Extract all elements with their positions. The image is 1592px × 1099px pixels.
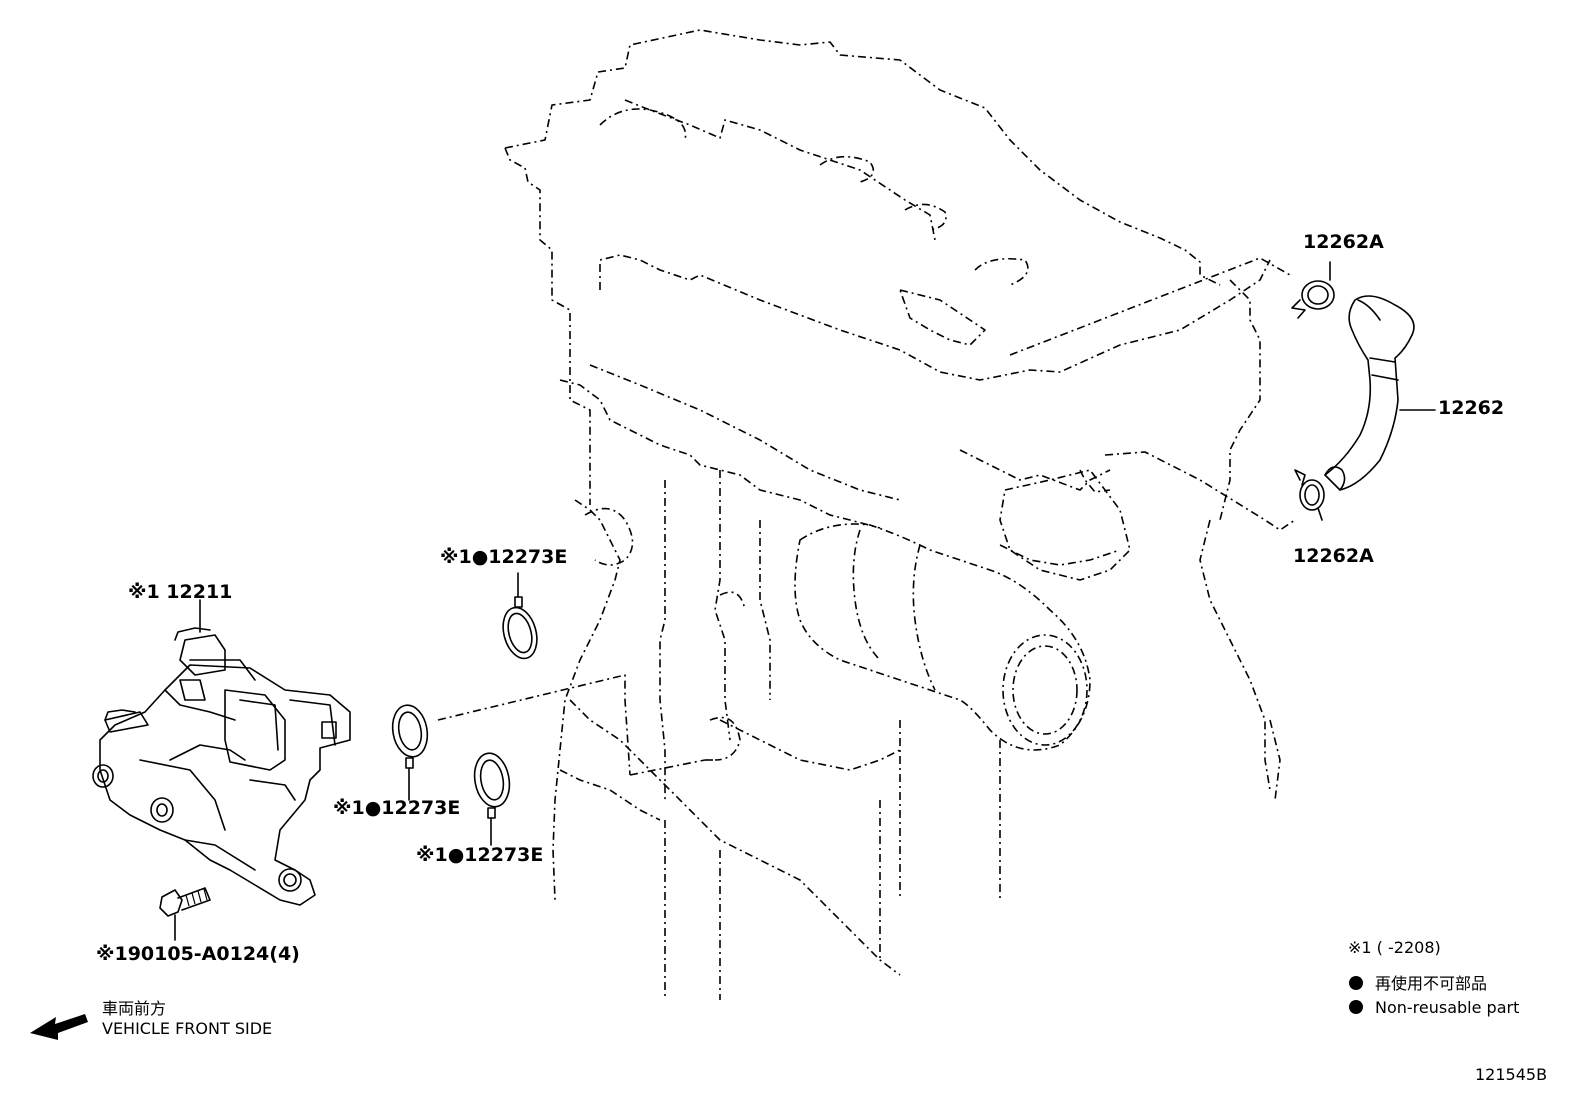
label-12273e-low: ※1●12273E <box>416 844 543 866</box>
gasket-12273e-low <box>473 752 511 846</box>
non-reusable-bullet-jp <box>1349 976 1363 990</box>
direction-label-jp: 車両前方 <box>102 999 166 1018</box>
label-bolt: ※190105-A0124(4) <box>96 943 300 965</box>
legend-non-reusable-en: Non-reusable part <box>1375 998 1519 1017</box>
front-direction-arrow <box>30 1014 88 1040</box>
hose-clamp-bottom <box>1294 469 1325 521</box>
direction-label-en: VEHICLE FRONT SIDE <box>102 1019 272 1038</box>
gasket-12273e-mid <box>391 704 429 801</box>
label-12273e-top: ※1●12273E <box>440 546 567 568</box>
ventilation-valve-12211 <box>92 599 351 906</box>
hose-clamp-top <box>1291 261 1335 319</box>
label-12273e-mid: ※1●12273E <box>333 797 460 819</box>
label-12262a-bottom: 12262A <box>1293 545 1374 567</box>
legend-note-range: ※1 ( -2208) <box>1348 938 1441 957</box>
engine-block-outline <box>437 29 1296 1000</box>
gasket-12273e-top <box>502 572 538 660</box>
coolant-hose-12262 <box>1324 295 1436 491</box>
label-12262a-top: 12262A <box>1303 231 1384 253</box>
non-reusable-bullet-en <box>1349 1000 1363 1014</box>
legend-non-reusable-jp: 再使用不可部品 <box>1375 974 1487 993</box>
bolt-90105 <box>159 887 211 941</box>
label-12262: 12262 <box>1438 397 1504 419</box>
figure-id: 121545B <box>1475 1065 1547 1084</box>
label-12211: ※1 12211 <box>128 581 232 603</box>
